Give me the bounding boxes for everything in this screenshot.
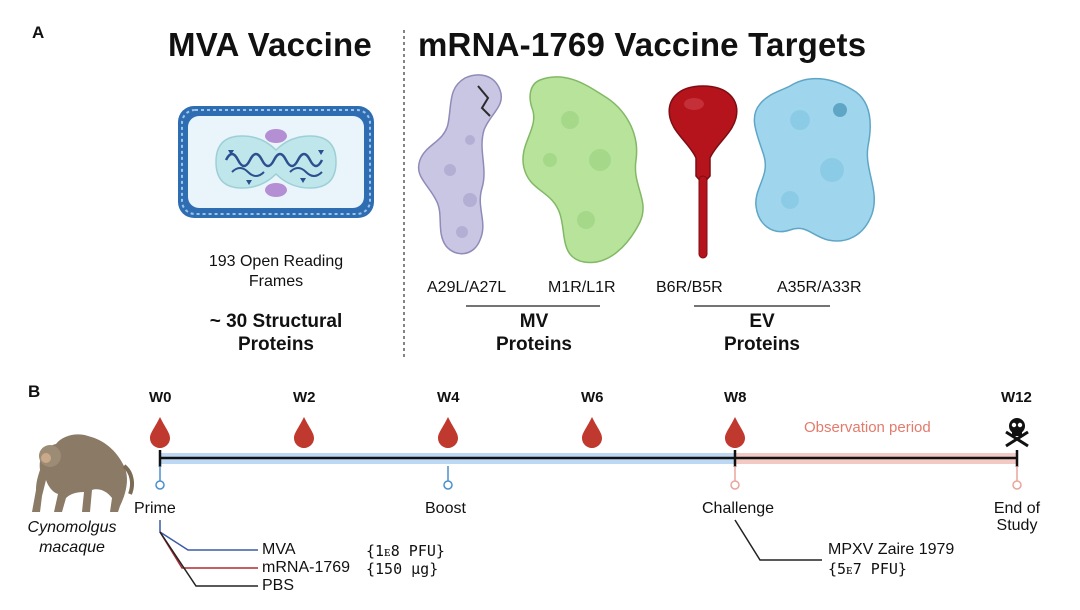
protein-a35r-a33r-structure	[753, 77, 876, 242]
mva-vaccine-title: MVA Vaccine	[168, 26, 372, 63]
challenge-strain-label: MPXV Zaire 1979	[828, 541, 955, 558]
orf-caption-line2: Frames	[248, 273, 304, 290]
end-marker	[1012, 466, 1022, 490]
protein-b6r-b5r-structure	[668, 85, 738, 259]
structural-line1: ~ 30 Structural	[209, 311, 343, 332]
blood-drop-icon	[150, 417, 170, 448]
structural-proteins-caption: ~ 30 Structural Proteins	[176, 310, 376, 356]
species-label: Cynomolgus macaque	[20, 518, 124, 558]
skull-crossbones-icon	[1005, 418, 1029, 448]
blood-drop-icon	[725, 417, 745, 448]
macaque-illustration	[32, 434, 134, 512]
treatment-mrna-dose: {150 μg}	[366, 560, 439, 578]
panel-b-label: B	[28, 382, 41, 401]
ev-proteins-group-label: EV Proteins	[688, 310, 836, 356]
mv-proteins-group-label: MV Proteins	[460, 310, 608, 356]
protein-label-a29l-a27l: A29L/A27L	[427, 279, 507, 296]
blood-drop-icon	[582, 417, 602, 448]
blood-drop-icon	[438, 417, 458, 448]
boost-marker	[443, 466, 453, 490]
orf-caption-line1: 193 Open Reading	[208, 253, 344, 270]
ev-group-line2: Proteins	[723, 334, 801, 355]
protein-m1r-l1r-structure	[522, 76, 644, 264]
mv-group-line2: Proteins	[495, 334, 573, 355]
challenge-connector	[734, 519, 822, 561]
end-line2: Study	[996, 517, 1038, 534]
protein-label-b6r-b5r: B6R/B5R	[656, 279, 723, 296]
species-line1: Cynomolgus	[27, 519, 117, 536]
treatment-mva-name: MVA	[262, 541, 296, 558]
week-label-w8: W8	[724, 389, 747, 406]
mrna-vaccine-title: mRNA-1769 Vaccine Targets	[418, 26, 867, 63]
blood-drop-icon	[294, 417, 314, 448]
challenge-dose-label: {5ᴇ7 PFU}	[828, 560, 907, 578]
species-line2: macaque	[39, 539, 105, 556]
treatment-pbs-name: PBS	[262, 577, 295, 594]
prime-marker	[155, 466, 165, 490]
mv-group-line1: MV	[519, 311, 549, 332]
mva-connector	[159, 520, 258, 551]
treatment-mrna-name: mRNA-1769	[262, 559, 351, 576]
challenge-label: Challenge	[702, 500, 775, 517]
week-label-w0: W0	[149, 389, 172, 406]
protein-a29l-a27l-structure	[417, 74, 503, 255]
panel-a-label: A	[32, 23, 45, 42]
treatment-mva-dose: {1ᴇ8 PFU}	[366, 542, 445, 560]
week-label-w12: W12	[1001, 389, 1032, 406]
orf-caption: 193 Open Reading Frames	[176, 252, 376, 292]
observation-period-label: Observation period	[804, 419, 931, 436]
boost-label: Boost	[425, 500, 466, 517]
pbs-connector	[159, 531, 258, 587]
ev-group-line1: EV	[749, 311, 775, 332]
week-label-w4: W4	[437, 389, 460, 406]
prime-label: Prime	[134, 500, 176, 517]
week-label-w2: W2	[293, 389, 316, 406]
protein-label-a35r-a33r: A35R/A33R	[777, 279, 862, 296]
end-line1: End of	[993, 500, 1041, 517]
week-label-w6: W6	[581, 389, 604, 406]
challenge-marker	[730, 466, 740, 490]
mva-virion-illustration	[178, 106, 374, 218]
structural-line2: Proteins	[237, 334, 315, 355]
protein-label-m1r-l1r: M1R/L1R	[548, 279, 616, 296]
end-of-study-label: End of Study	[988, 500, 1046, 534]
